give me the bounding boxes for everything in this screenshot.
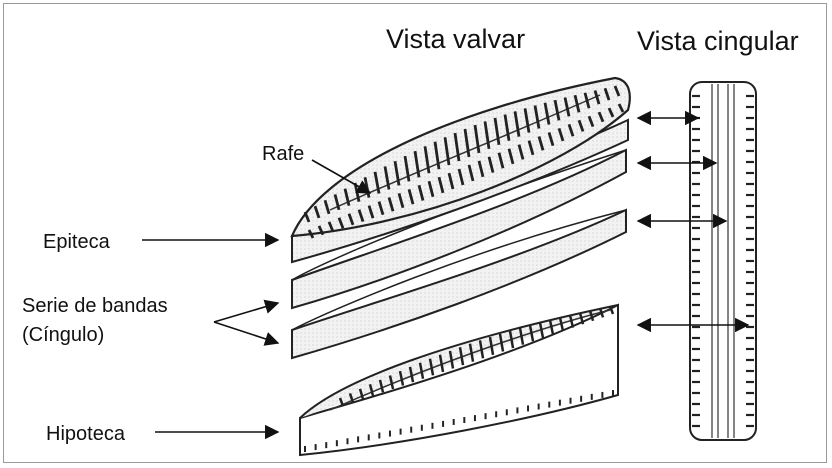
- label-hipoteca: Hipoteca: [46, 424, 125, 444]
- label-cingulo: (Cíngulo): [22, 325, 104, 345]
- cingular-view: [690, 82, 756, 440]
- label-rafe: Rafe: [262, 144, 304, 164]
- label-serie-de-bandas: Serie de bandas: [22, 296, 168, 316]
- arrow-serie-2: [214, 322, 278, 343]
- label-epiteca: Epiteca: [43, 232, 110, 252]
- title-vista-cingular: Vista cingular: [637, 28, 799, 55]
- title-vista-valvar: Vista valvar: [386, 26, 525, 53]
- arrow-serie-1: [214, 303, 278, 322]
